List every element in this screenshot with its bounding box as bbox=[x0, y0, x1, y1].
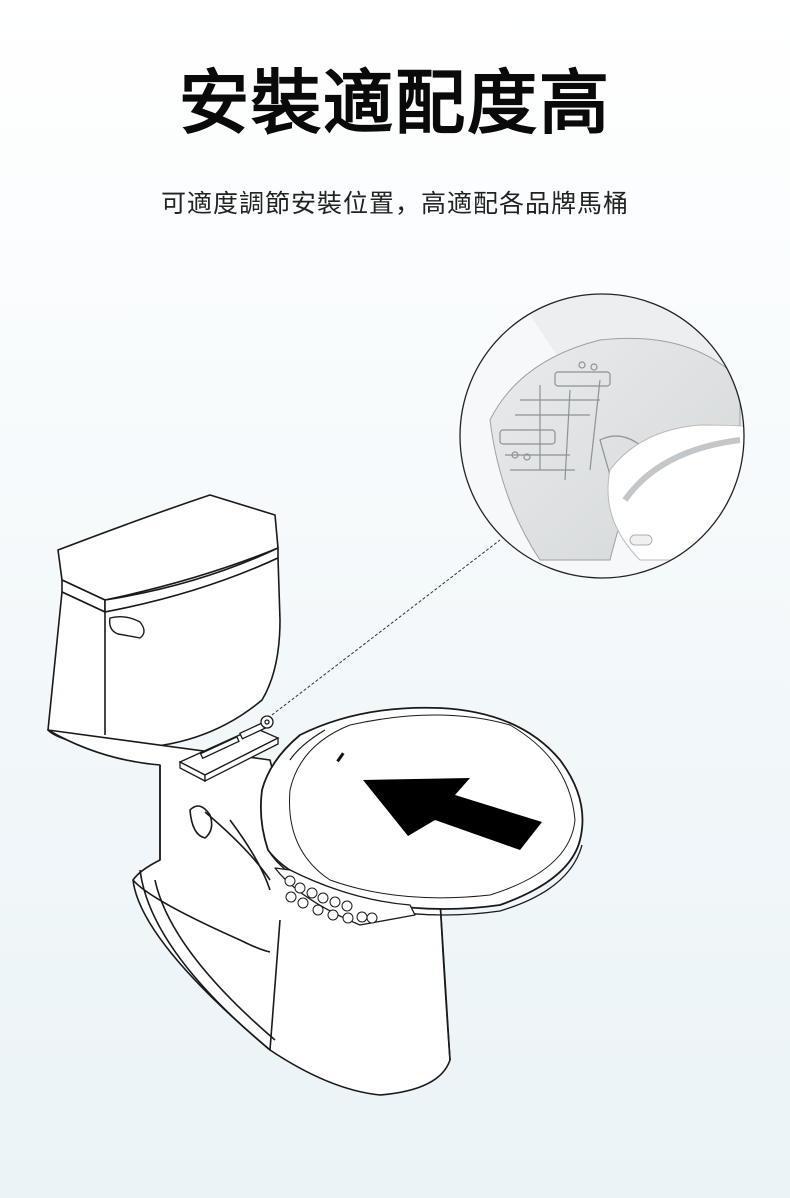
toilet-tank bbox=[47, 494, 281, 750]
hinge-bracket bbox=[178, 715, 280, 783]
control-buttons bbox=[284, 875, 378, 924]
page-subtitle: 可適度調節安裝位置，高適配各品牌馬桶 bbox=[160, 189, 629, 218]
toilet-bowl bbox=[47, 729, 451, 1096]
closeup-callout bbox=[460, 294, 744, 578]
callout-circle-border bbox=[459, 293, 745, 579]
direction-arrow-icon bbox=[363, 778, 542, 850]
page-title: 安裝適配度高 bbox=[179, 62, 611, 144]
brand-logo-mark bbox=[336, 752, 345, 763]
callout-connector-line bbox=[267, 539, 501, 719]
